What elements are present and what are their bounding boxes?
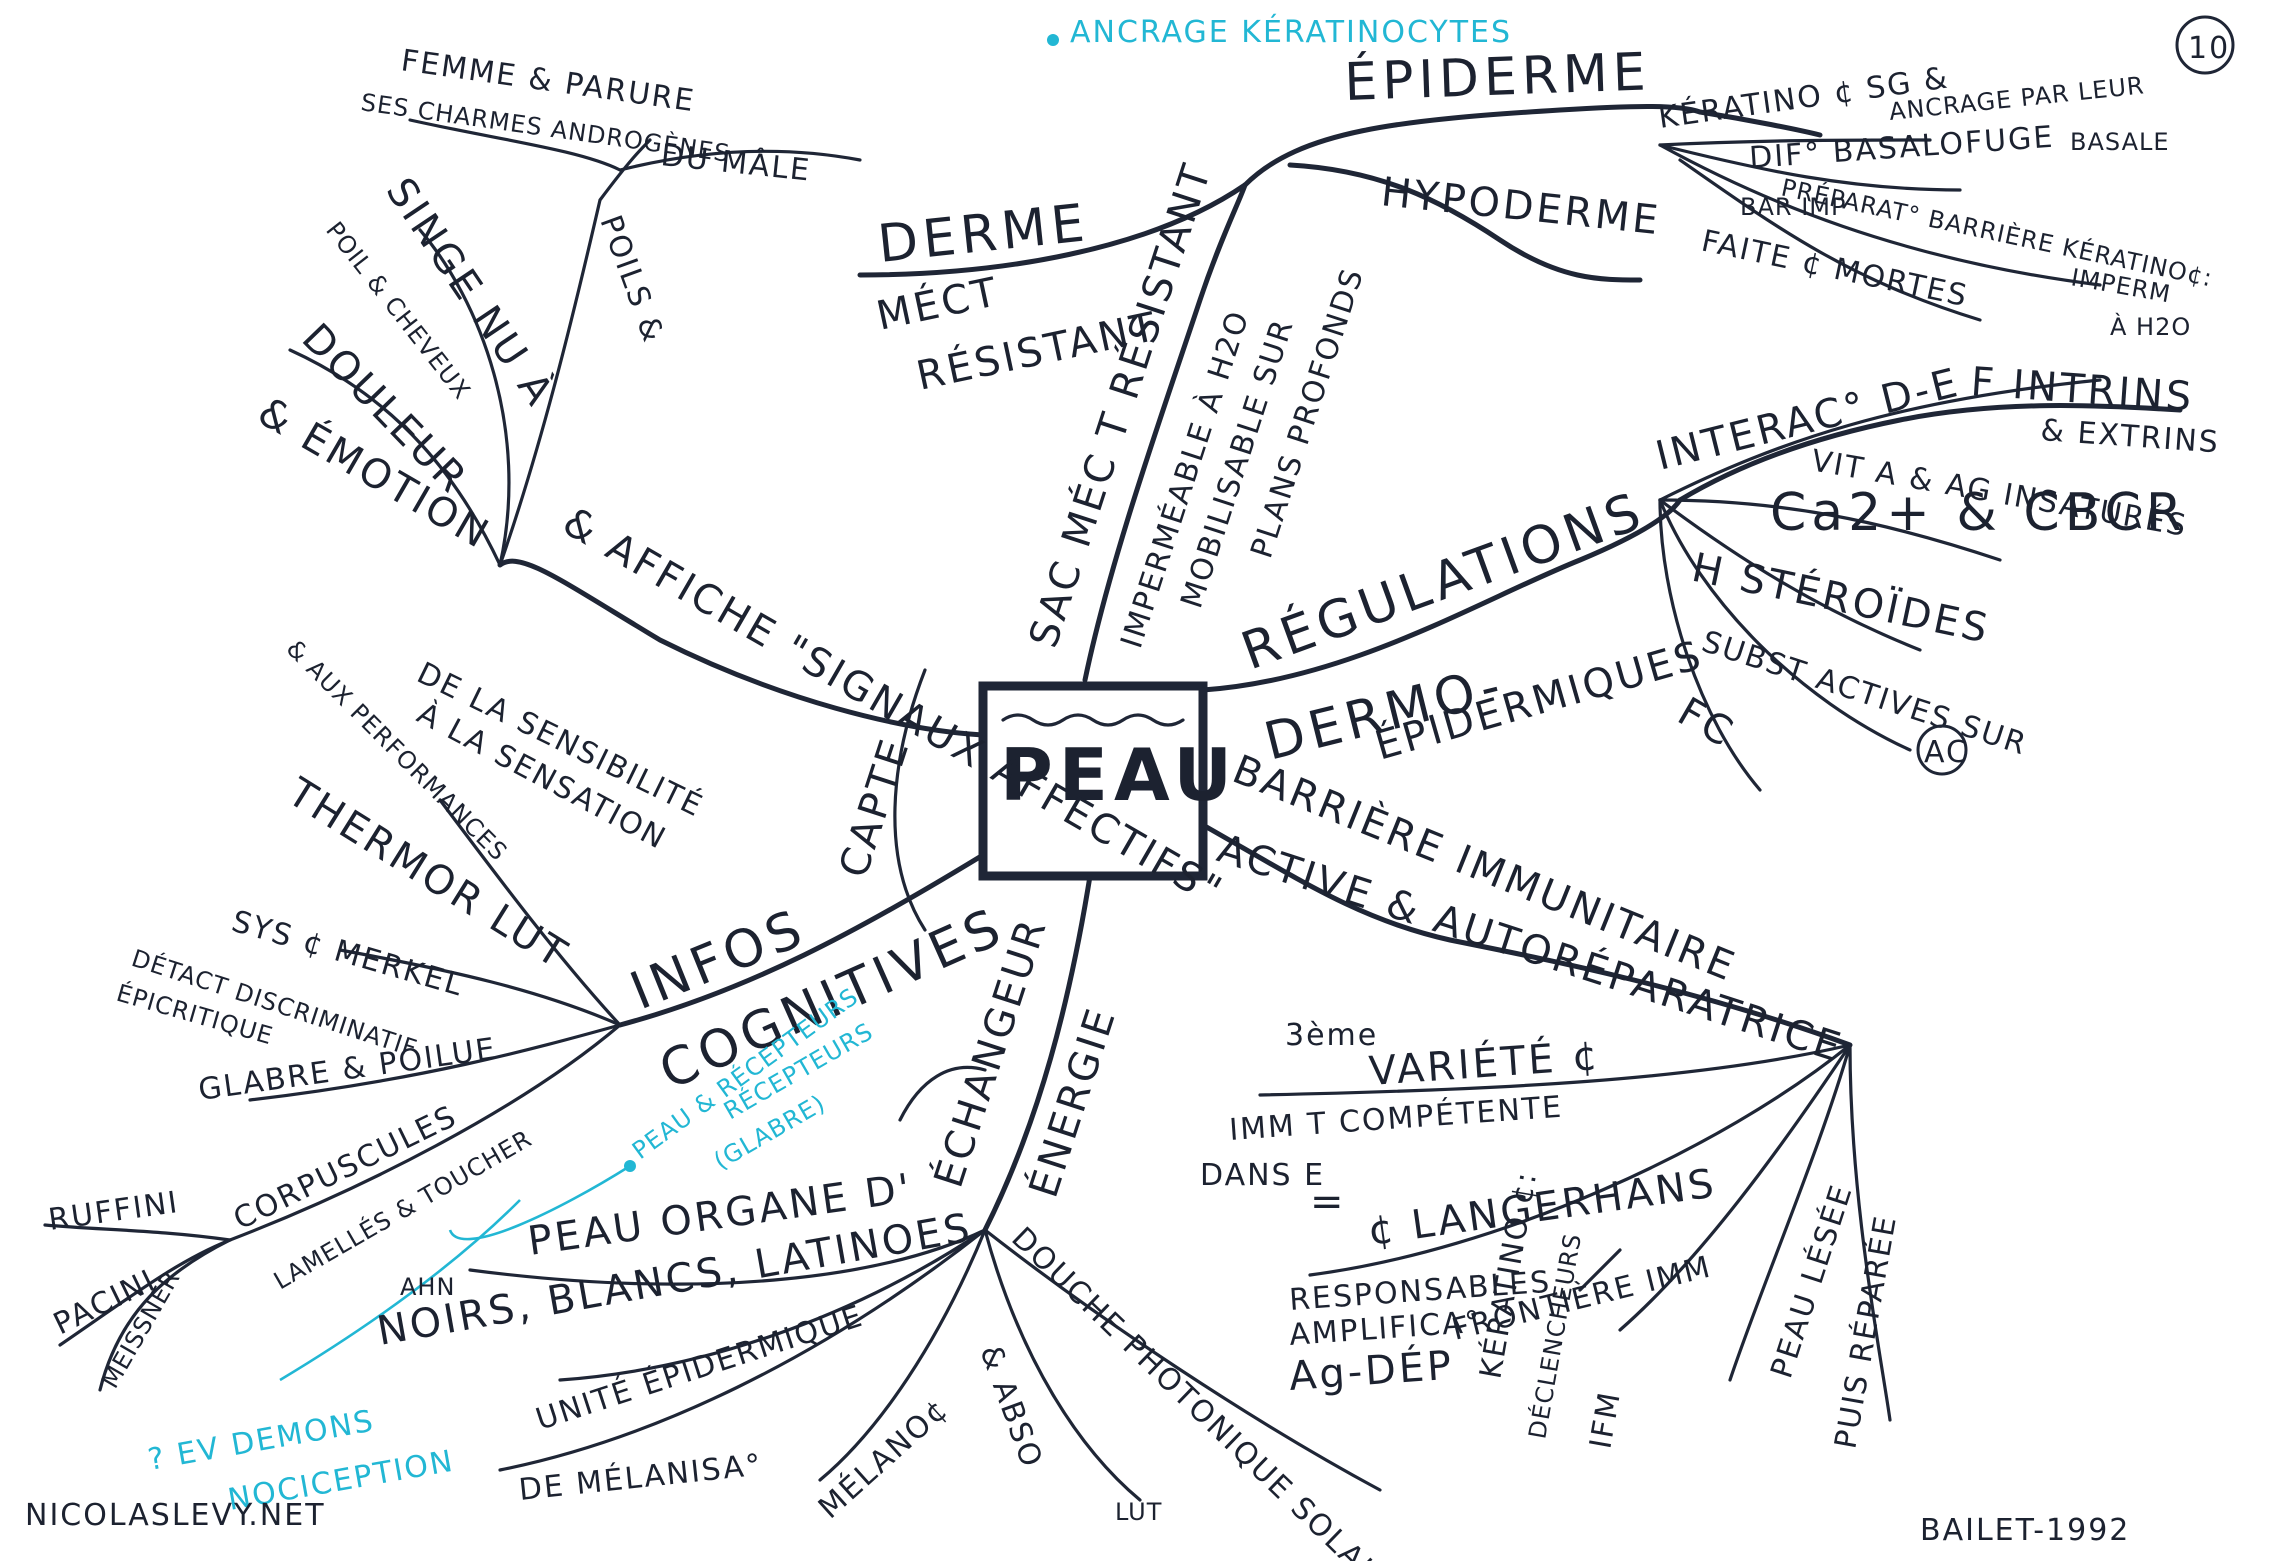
- barriere-sub-1: [1258, 1043, 1852, 1097]
- reg-sub-2: [1658, 498, 2002, 562]
- ancrage-annotation: ANCRAGE KÉRATINOCYTES: [1070, 14, 1512, 50]
- epi-item-3: BASALE: [2070, 128, 2170, 156]
- hypoderme-label: HYPODERME: [1379, 169, 1663, 244]
- black-arrow-peau: [898, 1065, 987, 1122]
- singe-line: [418, 228, 511, 567]
- bar-item-4: DANS E: [1200, 1158, 1325, 1193]
- ech-sub-5: [983, 1228, 1142, 1502]
- epiderme-label: ÉPIDERME: [1343, 41, 1651, 113]
- derme-label: DERME: [875, 193, 1092, 275]
- footer-left: NICOLASLEVY.NET: [25, 1498, 326, 1533]
- reg-item-8: FC: [1670, 689, 1742, 757]
- ech-sub-1: [468, 1228, 987, 1286]
- epiderme-line: [1242, 103, 1703, 188]
- epi-item-8: À H2O: [2110, 312, 2191, 341]
- trunk-line: [1082, 182, 1248, 683]
- center-box: [978, 681, 1208, 881]
- bar-item-3: IMM T COMPÉTENTE: [1228, 1089, 1564, 1148]
- regulations-line: [1200, 497, 1683, 693]
- epi-sub-3: [1658, 143, 2102, 287]
- cyan-arrow-1: [448, 1164, 631, 1241]
- page-number-circle: [2175, 15, 2235, 75]
- ech-sub-4: [818, 1228, 987, 1482]
- reg-item-1: F INTRINS: [1969, 359, 2195, 420]
- derme-line: [857, 182, 1248, 278]
- bar-item-12: DÉCLENCHEURS: [1522, 1231, 1587, 1441]
- signaux-line: [497, 558, 986, 738]
- ac-circle: [1916, 724, 1968, 776]
- femme-line: [408, 118, 622, 172]
- bar-item-1: 3ème: [1285, 1018, 1378, 1053]
- infos-item-8: GLABRE & POILUE: [196, 1031, 499, 1108]
- reg-item-7: AC: [1924, 735, 1969, 770]
- parure-line: [618, 149, 862, 172]
- center-label: PEAU: [1000, 733, 1238, 817]
- hypoderme-line: [1287, 162, 1643, 283]
- signaux-item-5: SINGE NU À: [377, 169, 565, 416]
- ech-sub-3: [498, 1228, 987, 1472]
- bar-item-2: VARIÉTÉ ¢: [1367, 1031, 1602, 1095]
- infos-line: [617, 852, 986, 1028]
- bar-item-13: IFM: [1583, 1388, 1628, 1451]
- barriere-line: [1200, 822, 1853, 1048]
- center-node: PEAU: [978, 681, 1238, 881]
- ech-item-7: LUT: [1115, 1498, 1162, 1526]
- center-wave: [1001, 713, 1185, 727]
- infos-item-9: CORPUSCULES: [228, 1099, 463, 1237]
- reg-sub-3: [1658, 498, 1922, 652]
- barriere-sub-3: [1618, 1043, 1852, 1332]
- infos-item-11: AHN: [400, 1273, 455, 1301]
- reg-item-2: & EXTRINS: [2039, 413, 2220, 460]
- epi-item-9: FAITE ¢ MORTES: [1698, 224, 1971, 315]
- epiderme-extend: [1697, 109, 1823, 138]
- douleur-line: [288, 348, 502, 567]
- poils-line: [498, 138, 652, 567]
- infos-sub-4: [228, 1023, 622, 1242]
- infos-sub-6: [98, 1238, 232, 1392]
- epi-sub-2: [1658, 143, 1962, 192]
- capte-arrow: [893, 668, 927, 932]
- reg-sub-5: [1658, 498, 1762, 792]
- connector-a: [1578, 1248, 1622, 1292]
- ech-item-6: & ABSO: [972, 1341, 1049, 1473]
- interac-line: [1677, 403, 2183, 503]
- cyan-annotations: [279, 34, 1059, 1382]
- infos-sub-3: [248, 1023, 622, 1102]
- ech-sub-6: [983, 1228, 1382, 1492]
- epi-sub-1: [1658, 138, 1932, 147]
- reg-sub-4: [1658, 498, 1912, 752]
- epi-item-6: BAR IMP: [1740, 193, 1846, 221]
- signaux-item-4: POILS &: [592, 211, 670, 348]
- derme-item-1: MÉCT: [872, 267, 1003, 340]
- barriere-sub-5: [1848, 1043, 1892, 1422]
- epi-sub-4: [1678, 158, 1982, 322]
- barriere-sub-4: [1728, 1043, 1852, 1382]
- bar-item-5: =: [1310, 1179, 1347, 1225]
- infos-sub-2: [338, 948, 622, 1027]
- page-number-text: 10: [2188, 31, 2230, 66]
- echangeur-line: [982, 873, 1093, 1233]
- cyan-arrow-2: [279, 1199, 521, 1382]
- capte-label: CAPTE: [831, 732, 919, 883]
- ech-sub-2: [558, 1228, 987, 1382]
- page-number: 10: [2175, 15, 2235, 75]
- barriere-sub-2: [1308, 1043, 1852, 1277]
- infos-sub-7: [43, 1223, 232, 1242]
- reg-sub-1: [1658, 378, 2102, 502]
- regulations-label: RÉGULATIONS: [1234, 480, 1653, 682]
- reg-item-4: Ca2+ & CBCR: [1770, 483, 2187, 543]
- footer-right: BAILET-1992: [1920, 1513, 2130, 1548]
- infos-sub-1: [438, 798, 622, 1027]
- cyan-dot-1: [1047, 34, 1059, 46]
- branch-lines: [43, 103, 2183, 1502]
